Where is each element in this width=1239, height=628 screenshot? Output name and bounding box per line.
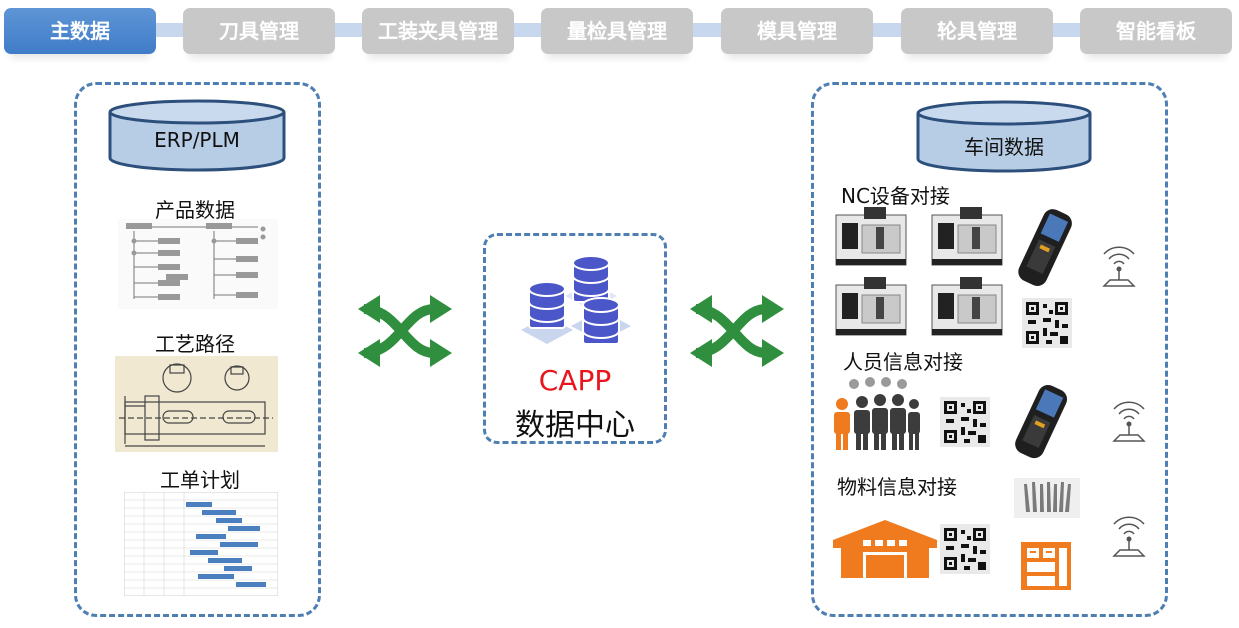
cnc-machine-icon [931, 277, 1003, 336]
module-tab-bar: 主数据 刀具管理 工装夹具管理 量检具管理 模具管理 轮具管理 智能看板 [0, 0, 1239, 70]
workshop-data-panel [811, 82, 1168, 617]
right-sync-arrows-icon [690, 295, 784, 367]
erp-plm-database: ERP/PLM [107, 98, 287, 174]
nc-equipment-title: NC设备对接 [841, 184, 950, 208]
cnc-machine-icon [931, 207, 1003, 266]
product-data-title: 产品数据 [155, 198, 235, 222]
engineering-drawing-image [115, 356, 278, 452]
handheld-scanner-icon [1018, 209, 1072, 286]
erp-plm-label: ERP/PLM [154, 128, 240, 152]
tab-smart-dashboard[interactable]: 智能看板 [1080, 8, 1232, 54]
erp-plm-panel [74, 82, 321, 617]
wireless-antenna-icon [1112, 401, 1146, 442]
warehouse-icon [833, 520, 937, 578]
handheld-scanner-icon [1015, 384, 1068, 459]
tab-fixture-management[interactable]: 工装夹具管理 [362, 8, 514, 54]
database-stack-icon [521, 255, 631, 345]
tab-gauge-management[interactable]: 量检具管理 [541, 8, 693, 54]
capp-title: CAPP [538, 364, 612, 397]
qr-code-icon [1022, 298, 1072, 348]
tab-wheel-tool-management[interactable]: 轮具管理 [901, 8, 1053, 54]
people-group-icon [834, 377, 920, 450]
tab-mold-management[interactable]: 模具管理 [721, 8, 873, 54]
material-info-title: 物料信息对接 [837, 475, 957, 499]
storage-cabinet-icon [1021, 542, 1071, 590]
cnc-machine-icon [835, 207, 907, 266]
wireless-antenna-icon [1102, 246, 1136, 287]
database-cylinder-icon [108, 99, 286, 172]
capp-data-center-panel [483, 233, 667, 444]
gantt-chart-image [124, 492, 278, 596]
workshop-data-label: 车间数据 [964, 135, 1044, 159]
wireless-antenna-icon [1112, 516, 1146, 557]
cnc-machine-icon [835, 277, 907, 336]
process-route-title: 工艺路径 [155, 332, 235, 356]
qr-code-icon [940, 397, 990, 447]
data-center-title: 数据中心 [515, 408, 635, 443]
tab-tool-management[interactable]: 刀具管理 [183, 8, 335, 54]
product-structure-image [118, 219, 278, 309]
qr-code-icon [940, 524, 990, 574]
left-sync-arrows-icon [358, 295, 452, 367]
personnel-info-title: 人员信息对接 [843, 350, 963, 374]
workshop-database: 车间数据 [915, 99, 1093, 175]
tab-master-data[interactable]: 主数据 [4, 8, 156, 54]
tools-image [1014, 478, 1080, 518]
database-cylinder-icon [916, 100, 1092, 173]
work-order-plan-title: 工单计划 [160, 468, 240, 492]
